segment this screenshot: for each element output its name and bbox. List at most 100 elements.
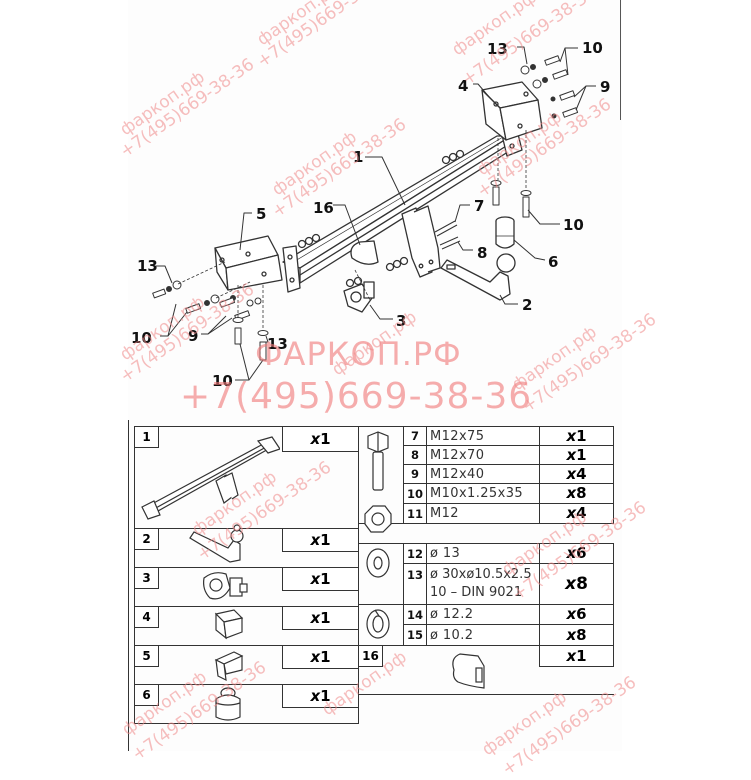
- callout-3: 3: [396, 312, 407, 330]
- part-number-16: 16: [358, 645, 383, 667]
- spec-row-7: 7 M12x75: [403, 426, 540, 446]
- spec-row-9: 9 M12x40: [403, 464, 540, 484]
- qty-prefix: x: [310, 687, 321, 705]
- part-qty-11: x4: [539, 503, 614, 524]
- bolts-group-right: [490, 55, 579, 218]
- qty-value: 8: [576, 484, 587, 502]
- callout-1: 1: [353, 148, 364, 166]
- qty-prefix: x: [310, 531, 321, 549]
- socket-bracket-icon: [452, 653, 485, 689]
- qty-prefix: x: [566, 626, 577, 644]
- part-number-10: 10: [404, 484, 427, 503]
- callout-13: 13: [487, 40, 508, 58]
- part-spec-13-line2: 10 – DIN 9021: [430, 585, 523, 600]
- part-spec-10: M10x1.25x35: [430, 486, 524, 501]
- qty-value: 1: [320, 687, 331, 705]
- ball-cap-icon: [215, 687, 241, 721]
- callout-10-c: 10: [131, 329, 152, 347]
- qty-value: 1: [576, 647, 587, 665]
- qty-value: 1: [320, 531, 331, 549]
- spec-row-11: 11 M12: [403, 503, 540, 524]
- part-number-15: 15: [404, 625, 427, 645]
- qty-prefix: x: [310, 430, 321, 448]
- qty-prefix: x: [566, 484, 577, 502]
- qty-value: 8: [576, 626, 587, 644]
- frame-border-right: [620, 0, 621, 120]
- qty-prefix: x: [310, 570, 321, 588]
- part-qty-7: x1: [539, 426, 614, 446]
- ball-cap-part-6: [495, 216, 515, 249]
- qty-prefix: x: [566, 605, 577, 623]
- spec-row-8: 8 M12x70: [403, 445, 540, 465]
- callout-13-c: 13: [267, 335, 288, 353]
- part-number-5: 5: [134, 645, 159, 667]
- part-spec-14: ø 12.2: [430, 607, 474, 622]
- frame-border-left: [128, 420, 129, 751]
- nuts-on-crossbar: [297, 149, 465, 288]
- bolts-7-8: [434, 220, 461, 250]
- part-qty-4: x1: [282, 606, 359, 630]
- part-qty-6: x1: [282, 684, 359, 708]
- part-number-3: 3: [134, 567, 159, 589]
- part-number-12: 12: [404, 544, 427, 563]
- qty-prefix: x: [566, 446, 577, 464]
- qty-prefix: x: [566, 465, 577, 483]
- qty-value: 1: [576, 446, 587, 464]
- part-number-6: 6: [134, 684, 159, 706]
- part-qty-13: x8: [539, 563, 614, 605]
- part-qty-3: x1: [282, 567, 359, 591]
- part-spec-9: M12x40: [430, 466, 485, 482]
- part-number-2: 2: [134, 528, 159, 550]
- qty-value: 4: [576, 504, 587, 522]
- alignment-lines: [177, 138, 499, 330]
- callout-10-d: 10: [212, 372, 233, 390]
- qty-value: 1: [320, 570, 331, 588]
- qty-prefix: x: [310, 609, 321, 627]
- part-qty-16: x1: [539, 645, 614, 667]
- bracket-left-icon: [214, 651, 244, 682]
- part-qty-9: x4: [539, 464, 614, 484]
- towball-neck-icon: [189, 524, 244, 563]
- part-spec-11: M12: [430, 506, 459, 521]
- qty-value: 8: [576, 574, 588, 594]
- part-qty-14: x6: [539, 604, 614, 625]
- leader-lines: [156, 46, 596, 381]
- part-qty-1: x1: [282, 426, 359, 452]
- part-spec-7: M12x75: [430, 428, 485, 444]
- callout-5: 5: [256, 205, 267, 223]
- qty-value: 6: [576, 605, 587, 623]
- qty-prefix: x: [565, 574, 577, 594]
- bracket-part-5: [214, 235, 283, 291]
- bolts-group-left: [152, 280, 269, 361]
- part-number-11: 11: [404, 504, 427, 523]
- callout-8: 8: [477, 244, 488, 262]
- part-qty-8: x1: [539, 445, 614, 465]
- part-number-4: 4: [134, 606, 159, 628]
- callout-4: 4: [458, 77, 469, 95]
- qty-value: 1: [320, 430, 331, 448]
- socket-plate-icon: [203, 572, 248, 600]
- callout-9: 9: [600, 78, 611, 96]
- qty-value: 1: [576, 427, 587, 445]
- socket-plate-part-3: [343, 281, 375, 313]
- part-row-16: [358, 645, 614, 695]
- flat-washer-icon: [366, 548, 390, 578]
- spec-row-14: 14 ø 12.2: [403, 604, 540, 625]
- bracket-part-4: [481, 81, 543, 141]
- part-number-14: 14: [404, 605, 427, 624]
- bolt-icon: [367, 431, 389, 491]
- spring-washer-icon: [366, 609, 390, 639]
- part-spec-12: ø 13: [430, 546, 461, 561]
- callout-13-b: 13: [137, 257, 158, 275]
- part-qty-15: x8: [539, 624, 614, 646]
- callout-2: 2: [522, 296, 533, 314]
- qty-prefix: x: [566, 427, 577, 445]
- qty-prefix: x: [566, 647, 577, 665]
- bracket-right-icon: [214, 609, 244, 640]
- qty-prefix: x: [310, 648, 321, 666]
- qty-value: 1: [320, 648, 331, 666]
- callout-6: 6: [548, 253, 559, 271]
- qty-value: 4: [576, 465, 587, 483]
- qty-prefix: x: [566, 544, 577, 562]
- spec-row-15: 15 ø 10.2: [403, 624, 540, 646]
